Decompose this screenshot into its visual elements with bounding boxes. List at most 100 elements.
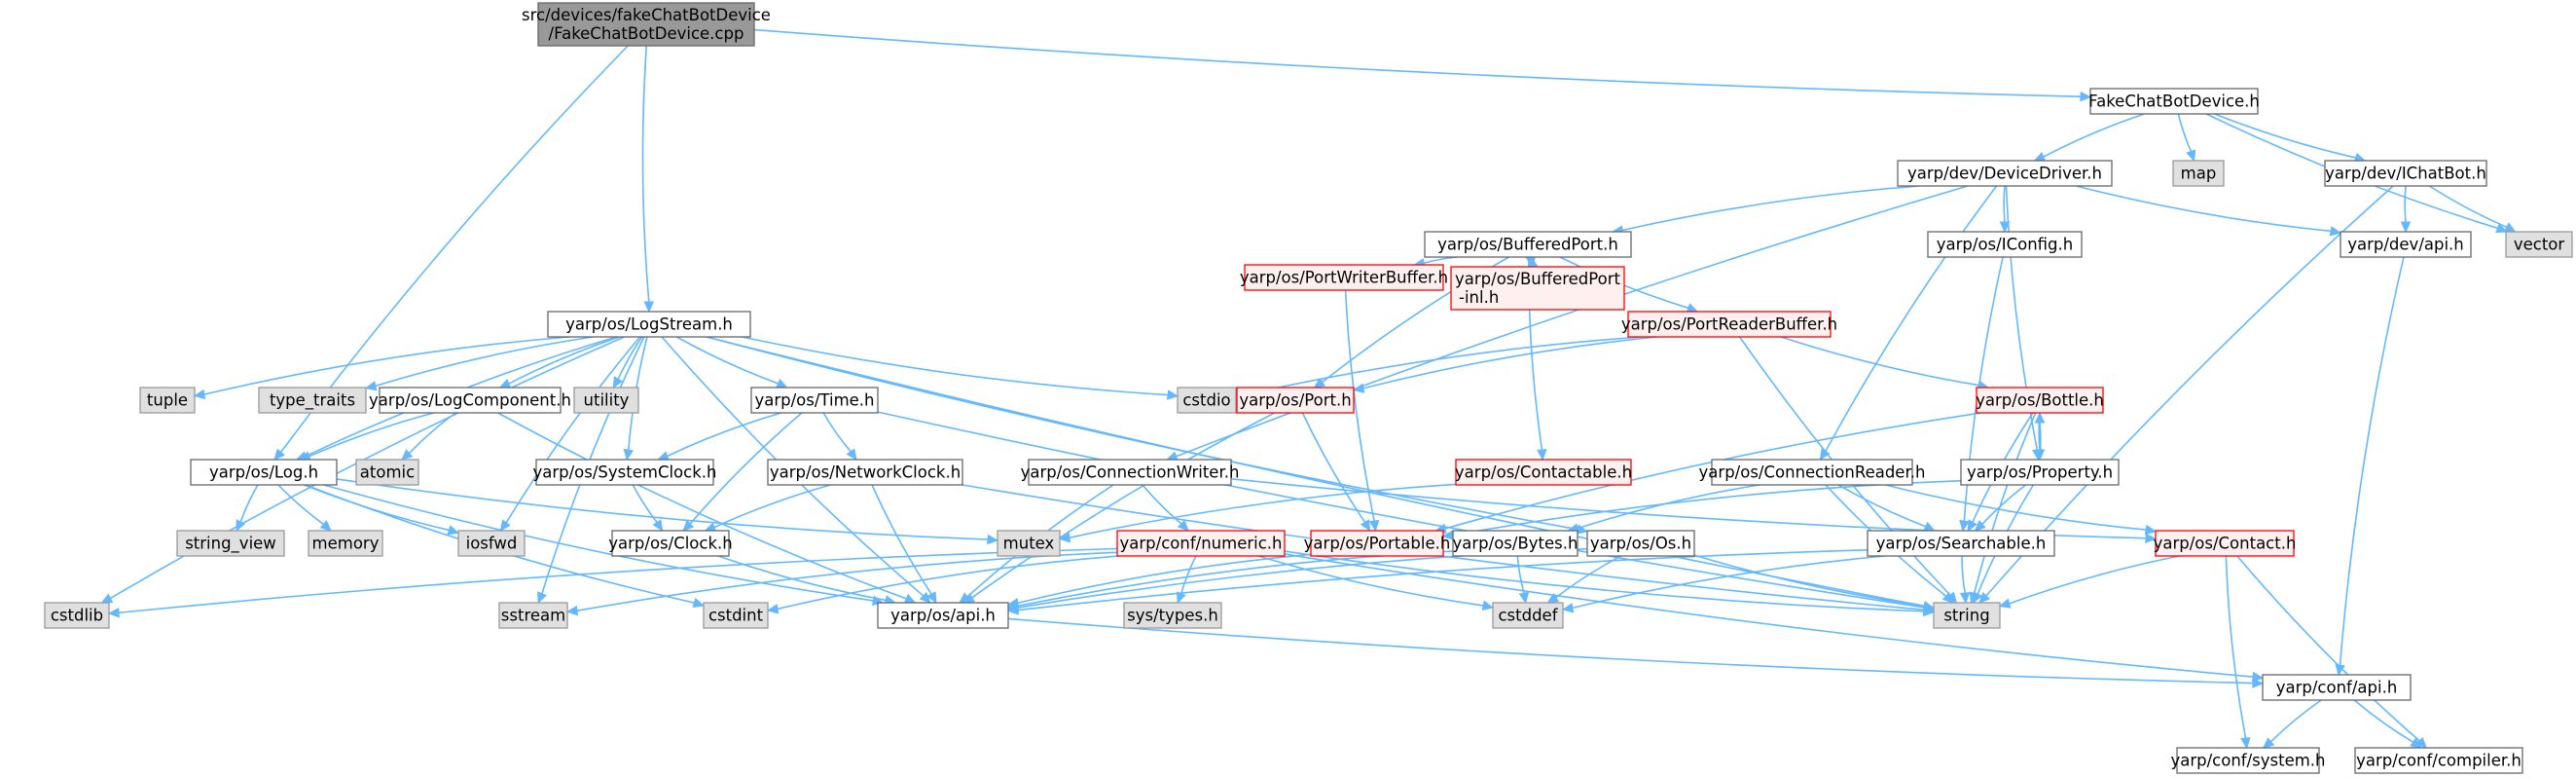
node-label: cstddef bbox=[1498, 607, 1558, 625]
node-bufferedport[interactable]: yarp/os/BufferedPort.h bbox=[1424, 231, 1632, 258]
node-box bbox=[2354, 747, 2523, 774]
node-portable[interactable]: yarp/os/Portable.h bbox=[1304, 530, 1451, 557]
node-box bbox=[2155, 530, 2295, 557]
node-box bbox=[2324, 160, 2487, 187]
node-ichatbot[interactable]: yarp/dev/IChatBot.h bbox=[2324, 160, 2487, 187]
edge-line bbox=[1069, 483, 1457, 538]
node-bottle[interactable]: yarp/os/Bottle.h bbox=[1976, 387, 2104, 414]
node-portwriterbuffer[interactable]: yarp/os/PortWriterBuffer.h bbox=[1240, 264, 1448, 291]
node-bufferedportinl[interactable]: yarp/os/BufferedPort-inl.h bbox=[1450, 266, 1625, 311]
edge-line bbox=[1245, 336, 1643, 395]
edge-networkclock-to-osapi bbox=[871, 484, 937, 605]
edge-line bbox=[2043, 113, 2145, 158]
edge-line bbox=[641, 45, 650, 303]
node-contact[interactable]: yarp/os/Contact.h bbox=[2154, 530, 2297, 557]
node-devicedriver[interactable]: yarp/dev/DeviceDriver.h bbox=[1897, 160, 2113, 187]
node-devapi[interactable]: yarp/dev/api.h bbox=[2340, 231, 2472, 258]
node-label: utility bbox=[584, 391, 630, 410]
node-clock[interactable]: yarp/os/Clock.h bbox=[608, 530, 733, 557]
node-label: yarp/os/Searchable.h bbox=[1876, 535, 2047, 553]
edge-log-to-mutex bbox=[336, 478, 999, 545]
edge-arrowhead bbox=[499, 519, 511, 532]
node-label: yarp/os/Contact.h bbox=[2154, 535, 2297, 553]
node-connectionreader[interactable]: yarp/os/ConnectionReader.h bbox=[1699, 459, 1926, 486]
node-contactable[interactable]: yarp/os/Contactable.h bbox=[1455, 459, 1632, 486]
edge-line bbox=[1017, 548, 1869, 611]
node-networkclock[interactable]: yarp/os/NetworkClock.h bbox=[767, 459, 963, 486]
edge-arrowhead bbox=[2335, 663, 2345, 677]
edge-root-to-fcbd_h bbox=[753, 28, 2092, 102]
node-label: yarp/os/BufferedPort bbox=[1455, 270, 1621, 288]
node-root[interactable]: src/devices/fakeChatBotDevice/FakeChatBo… bbox=[522, 2, 771, 47]
edge-line bbox=[2236, 555, 2420, 742]
edge-line bbox=[713, 484, 831, 529]
node-box bbox=[2176, 747, 2320, 774]
edge-line bbox=[1555, 555, 1621, 599]
edge-arrowhead bbox=[1978, 591, 1991, 604]
edge-line bbox=[717, 555, 887, 602]
node-confapi[interactable]: yarp/conf/api.h bbox=[2262, 674, 2412, 701]
node-log[interactable]: yarp/os/Log.h bbox=[190, 459, 338, 486]
node-label: tuple bbox=[147, 391, 188, 410]
node-time[interactable]: yarp/os/Time.h bbox=[750, 387, 879, 414]
node-label: yarp/os/LogStream.h bbox=[565, 315, 733, 334]
edge-arrowhead bbox=[682, 519, 695, 532]
node-label: yarp/os/ConnectionWriter.h bbox=[1021, 463, 1240, 482]
node-box bbox=[2505, 231, 2573, 258]
node-searchable[interactable]: yarp/os/Searchable.h bbox=[1867, 530, 2055, 557]
node-numeric[interactable]: yarp/conf/numeric.h bbox=[1116, 530, 1286, 557]
edge-line bbox=[203, 336, 569, 395]
edge-arrowhead bbox=[1959, 592, 1971, 605]
edge-arrowhead bbox=[1313, 377, 1326, 389]
node-box bbox=[1310, 530, 1444, 557]
edge-devapi-to-confapi bbox=[2335, 256, 2405, 677]
node-label: yarp/os/NetworkClock.h bbox=[770, 463, 961, 482]
edge-arrowhead bbox=[1058, 532, 1071, 543]
node-label: FakeChatBotDevice.h bbox=[2088, 93, 2260, 111]
node-property[interactable]: yarp/os/Property.h bbox=[1960, 459, 2120, 486]
edge-line bbox=[1693, 554, 1925, 608]
edge-arrowhead bbox=[1923, 521, 1936, 532]
edge-devicedriver-to-connectionreader bbox=[1819, 185, 1998, 462]
node-portreaderbuffer[interactable]: yarp/os/PortReaderBuffer.h bbox=[1621, 311, 1837, 338]
edge-line bbox=[2353, 699, 2414, 743]
node-logstream[interactable]: yarp/os/LogStream.h bbox=[547, 311, 751, 338]
node-label: yarp/os/Portable.h bbox=[1304, 535, 1451, 553]
node-port[interactable]: yarp/os/Port.h bbox=[1236, 387, 1355, 414]
edge-arrowhead bbox=[2252, 678, 2265, 688]
node-connectionwriter[interactable]: yarp/os/ConnectionWriter.h bbox=[1021, 459, 1240, 486]
node-osapi[interactable]: yarp/os/api.h bbox=[877, 602, 1009, 629]
node-iconfig[interactable]: yarp/os/IConfig.h bbox=[1927, 231, 2083, 258]
edge-arrowhead bbox=[1686, 303, 1699, 314]
node-memory: memory bbox=[308, 530, 383, 557]
node-box bbox=[1927, 231, 2083, 258]
node-label: yarp/os/Os.h bbox=[1590, 535, 1691, 553]
node-label: yarp/os/PortWriterBuffer.h bbox=[1240, 269, 1448, 287]
node-system[interactable]: yarp/conf/system.h bbox=[2170, 747, 2326, 774]
node-string: string bbox=[1933, 602, 2001, 629]
edge-line bbox=[2003, 185, 2006, 223]
node-mutex: mutex bbox=[997, 530, 1061, 557]
edge-arrowhead bbox=[2240, 736, 2251, 750]
node-systemclock[interactable]: yarp/os/SystemClock.h bbox=[532, 459, 717, 486]
node-box bbox=[1123, 602, 1222, 629]
edge-line bbox=[1837, 484, 1927, 528]
node-box bbox=[877, 602, 1009, 629]
node-box bbox=[498, 602, 568, 629]
edge-ichatbot-to-devapi bbox=[2400, 185, 2412, 234]
node-label: yarp/conf/compiler.h bbox=[2356, 752, 2522, 770]
edge-arrowhead bbox=[364, 381, 378, 391]
node-compiler[interactable]: yarp/conf/compiler.h bbox=[2354, 747, 2523, 774]
node-os[interactable]: yarp/os/Os.h bbox=[1586, 530, 1695, 557]
node-fcbd_h[interactable]: FakeChatBotDevice.h bbox=[2088, 88, 2260, 115]
node-label: atomic bbox=[360, 463, 415, 482]
node-logcomponent[interactable]: yarp/os/LogComponent.h bbox=[369, 387, 571, 414]
edge-arrowhead bbox=[987, 534, 999, 545]
node-bytes[interactable]: yarp/os/Bytes.h bbox=[1452, 530, 1578, 557]
node-label: yarp/dev/IChatBot.h bbox=[2325, 165, 2486, 183]
edge-line bbox=[777, 555, 1120, 611]
node-box bbox=[1116, 530, 1286, 557]
edge-arrowhead bbox=[1967, 519, 1977, 533]
edge-time-to-clock bbox=[682, 412, 803, 532]
